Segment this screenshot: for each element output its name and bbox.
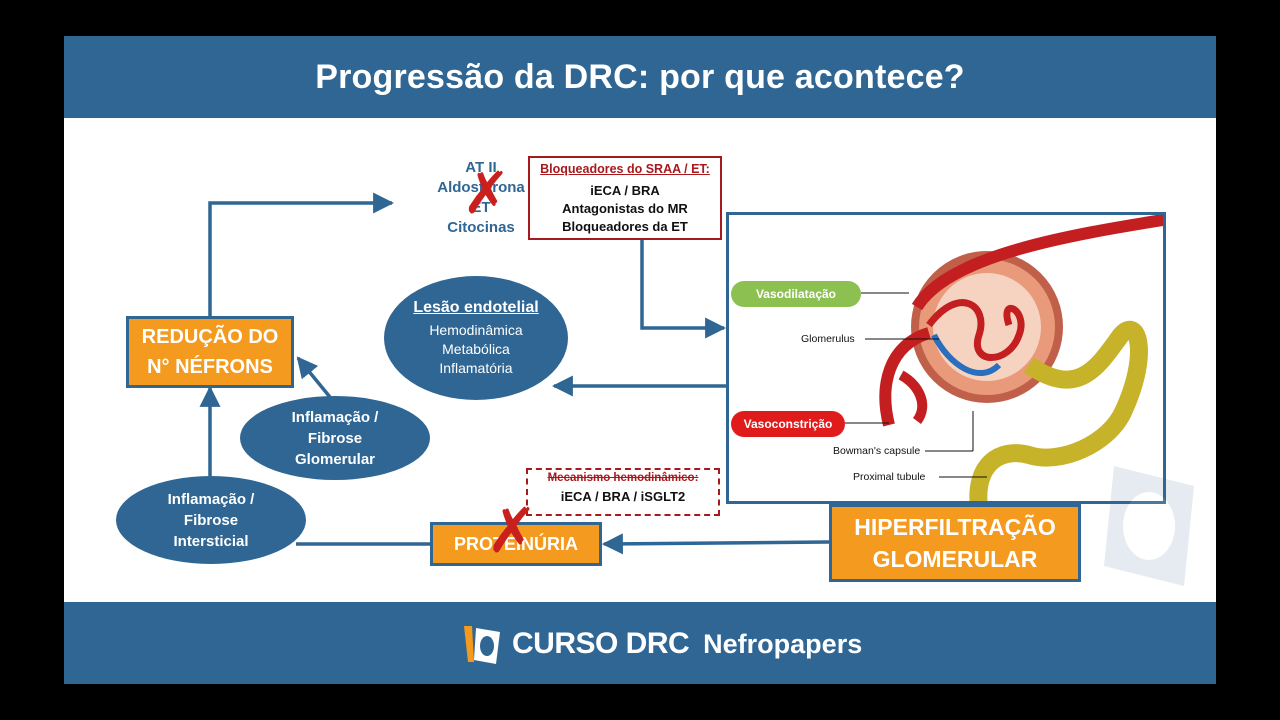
intersticial-line: Intersticial bbox=[173, 532, 249, 550]
mediator-at2: AT II bbox=[465, 159, 497, 176]
lesao-item: Inflamatória bbox=[439, 359, 513, 376]
reducao-line: REDUÇÃO DO bbox=[141, 326, 279, 348]
intersticial-line: Inflamação / bbox=[167, 490, 255, 508]
footer-brand-name: CURSO DRC bbox=[512, 627, 690, 660]
reducao-nefrons-box: REDUÇÃO DO N° NÉFRONS bbox=[126, 316, 294, 388]
glomerular-line: Glomerular bbox=[294, 450, 376, 468]
blockers-hemo-title: Mecanismo hemodinâmico: bbox=[547, 472, 699, 484]
lesao-endotelial-ellipse: Lesão endotelial Hemodinâmica Metabólica… bbox=[384, 276, 568, 400]
blockers-srraa-title: Bloqueadores do SRAA / ET: bbox=[540, 162, 710, 176]
lesao-title: Lesão endotelial bbox=[413, 298, 539, 316]
cross-mark-icon: ✗ bbox=[486, 494, 538, 567]
slide-title: Progressão da DRC: por que acontece? bbox=[315, 57, 965, 96]
vasodilatacao-label: Vasodilatação bbox=[731, 281, 861, 307]
footer-brand-name-2: Nefropapers bbox=[703, 628, 863, 659]
glomerulus-label: Glomerulus bbox=[801, 333, 855, 345]
reducao-line: N° NÉFRONS bbox=[147, 356, 273, 378]
mediator-aldosterona: Aldosterona bbox=[437, 179, 525, 196]
mediator-et: ET bbox=[471, 199, 491, 216]
arrow-reducao-to-mediators bbox=[208, 192, 395, 316]
blockers-srraa-box: Bloqueadores do SRAA / ET: iECA / BRA An… bbox=[528, 156, 722, 240]
cross-mark-icon: ✗ bbox=[462, 159, 511, 227]
glomerulus-drawing bbox=[845, 215, 1163, 501]
arrow-hiperfiltracao-to-proteinuria bbox=[601, 533, 830, 555]
bowman-capsule-label: Bowman's capsule bbox=[833, 445, 921, 457]
blockers-srraa-item: Antagonistas do MR bbox=[562, 201, 688, 216]
intersticial-line: Fibrose bbox=[183, 511, 239, 529]
header-bar: Progressão da DRC: por que acontece? bbox=[64, 36, 1216, 118]
arrow-srraa-to-illustration bbox=[640, 238, 727, 339]
connector-arrows bbox=[199, 192, 830, 555]
glomerulus-illustration: Vasodilatação Glomerulus Vasoconstrição … bbox=[726, 212, 1166, 504]
fibrose-intersticial-ellipse: Inflamação / Fibrose Intersticial bbox=[116, 476, 306, 564]
hiperfiltracao-box: HIPERFILTRAÇÃO GLOMERULAR bbox=[829, 504, 1081, 582]
mediators-block: AT II Aldosterona ET Citocinas bbox=[426, 158, 536, 238]
glomerular-line: Inflamação / bbox=[291, 408, 379, 426]
slide: Progressão da DRC: por que acontece? bbox=[64, 36, 1216, 684]
blockers-hemo-item: iECA / BRA / iSGLT2 bbox=[560, 489, 686, 504]
blockers-hemo-box: Mecanismo hemodinâmico: iECA / BRA / iSG… bbox=[526, 468, 720, 516]
vasoconstricao-label: Vasoconstrição bbox=[731, 411, 845, 437]
footer-bar: CURSO DRC Nefropapers bbox=[64, 602, 1216, 684]
lesao-item: Metabólica bbox=[442, 340, 510, 357]
footer-brand: CURSO DRC Nefropapers bbox=[462, 620, 862, 668]
fibrose-glomerular-ellipse: Inflamação / Fibrose Glomerular bbox=[240, 396, 430, 480]
kidney-logo-icon bbox=[464, 626, 500, 664]
kidney-watermark-icon bbox=[1104, 466, 1194, 586]
mediator-citocinas: Citocinas bbox=[447, 219, 515, 236]
hiperfiltracao-line: HIPERFILTRAÇÃO bbox=[854, 514, 1056, 540]
proximal-tubule-label: Proximal tubule bbox=[853, 471, 926, 483]
lesao-item: Hemodinâmica bbox=[429, 321, 523, 338]
arrow-glomerular-to-reducao bbox=[296, 356, 336, 404]
proteinuria-box: PROTEINÚRIA bbox=[430, 522, 602, 566]
blockers-srraa-item: iECA / BRA bbox=[590, 183, 660, 198]
glomerular-line: Fibrose bbox=[307, 429, 363, 447]
hiperfiltracao-line: GLOMERULAR bbox=[872, 546, 1038, 572]
blockers-srraa-item: Bloqueadores da ET bbox=[562, 219, 688, 234]
